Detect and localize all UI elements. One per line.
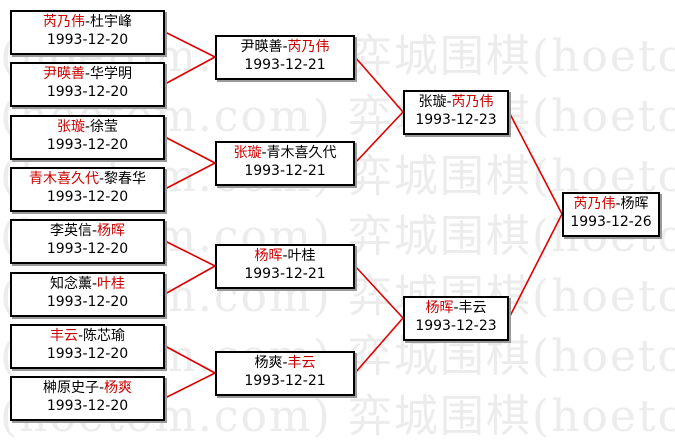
match-box-r2-1: 尹暎善-芮乃伟 1993-12-21 [215, 35, 355, 80]
match-date: 1993-12-21 [244, 373, 326, 389]
match-date: 1993-12-21 [244, 266, 326, 282]
match-date: 1993-12-20 [46, 137, 129, 153]
match-box-r1-8: 榊原史子-杨爽 1993-12-20 [10, 376, 165, 421]
player-loser: 黎春华 [104, 171, 147, 187]
player-winner: 芮乃伟 [451, 94, 494, 110]
player-loser: 陈芯瑜 [83, 328, 126, 344]
match-box-r2-2: 张璇-青木喜久代 1993-12-21 [215, 141, 355, 186]
player-loser: 杨爽 [254, 355, 283, 371]
match-box-r2-3: 杨晖-叶桂 1993-12-21 [215, 244, 355, 289]
connector-line [164, 265, 216, 295]
match-box-r1-4: 青木喜久代-黎春华 1993-12-20 [10, 167, 165, 212]
player-loser: 张璇 [418, 94, 447, 110]
player-winner: 丰云 [287, 355, 316, 371]
match-date: 1993-12-23 [415, 112, 497, 128]
player-loser: 尹暎善 [240, 39, 283, 55]
connector-line [164, 372, 216, 399]
connector-line [354, 56, 404, 113]
player-winner: 丰云 [49, 328, 78, 344]
player-winner: 张璇 [56, 119, 85, 135]
match-date: 1993-12-20 [46, 241, 129, 257]
match-date: 1993-12-20 [46, 294, 129, 310]
match-box-final: 芮乃伟-杨晖 1993-12-26 [562, 192, 660, 237]
player-loser: 知念薰 [49, 276, 92, 292]
player-winner: 青木喜久代 [28, 171, 99, 187]
match-date: 1993-12-20 [46, 189, 129, 205]
connector-line [354, 317, 404, 374]
player-winner: 杨爽 [104, 380, 133, 396]
match-box-r3-1: 张璇-芮乃伟 1993-12-23 [403, 90, 509, 135]
connector-line [354, 111, 404, 164]
player-loser: 杨晖 [620, 196, 649, 212]
match-date: 1993-12-20 [46, 398, 129, 414]
match-box-r1-6: 知念薰-叶桂 1993-12-20 [10, 272, 165, 317]
connector-line [164, 240, 216, 267]
player-loser: 青木喜久代 [266, 145, 337, 161]
player-winner: 杨晖 [254, 248, 283, 264]
player-loser: 华学明 [90, 66, 133, 82]
player-loser: 丰云 [458, 300, 487, 316]
match-date: 1993-12-26 [570, 214, 652, 230]
player-loser: 李英信 [49, 223, 92, 239]
match-box-r3-2: 杨晖-丰云 1993-12-23 [403, 296, 509, 341]
bracket-canvas: (hoetom.com) 弈城围棋(hoetom.com) 弈城围棋 (hoet… [0, 10, 675, 442]
player-winner: 尹暎善 [42, 66, 85, 82]
player-winner: 杨晖 [97, 223, 126, 239]
match-box-r1-7: 丰云-陈芯瑜 1993-12-20 [10, 324, 165, 369]
player-loser: 杜宇峰 [90, 14, 133, 30]
player-loser: 榊原史子 [42, 380, 99, 396]
connector-line [164, 56, 216, 85]
player-winner: 芮乃伟 [287, 39, 330, 55]
connector-line [164, 136, 216, 164]
match-date: 1993-12-21 [244, 163, 326, 179]
connector-line [164, 162, 216, 190]
player-winner: 叶桂 [97, 276, 126, 292]
connector-line [164, 31, 216, 58]
match-box-r2-4: 杨爽-丰云 1993-12-21 [215, 351, 355, 396]
player-loser: 徐莹 [90, 119, 119, 135]
player-loser: 叶桂 [287, 248, 316, 264]
match-date: 1993-12-21 [244, 57, 326, 73]
match-date: 1993-12-20 [46, 84, 129, 100]
connector-line [354, 265, 404, 319]
match-box-r1-3: 张璇-徐莹 1993-12-20 [10, 115, 165, 160]
player-winner: 芮乃伟 [573, 196, 616, 212]
match-date: 1993-12-20 [46, 346, 129, 362]
connector-line [508, 111, 563, 215]
match-date: 1993-12-20 [46, 32, 129, 48]
bracket-lines [164, 31, 563, 399]
match-box-r1-5: 李英信-杨晖 1993-12-20 [10, 219, 165, 264]
player-winner: 杨晖 [425, 300, 454, 316]
match-box-r1-1: 芮乃伟-杜宇峰 1993-12-20 [10, 10, 165, 55]
match-box-r1-2: 尹暎善-华学明 1993-12-20 [10, 62, 165, 107]
player-winner: 芮乃伟 [42, 14, 85, 30]
connector-line [508, 213, 563, 319]
match-date: 1993-12-23 [415, 318, 497, 334]
connector-line [164, 345, 216, 374]
player-winner: 张璇 [233, 145, 262, 161]
